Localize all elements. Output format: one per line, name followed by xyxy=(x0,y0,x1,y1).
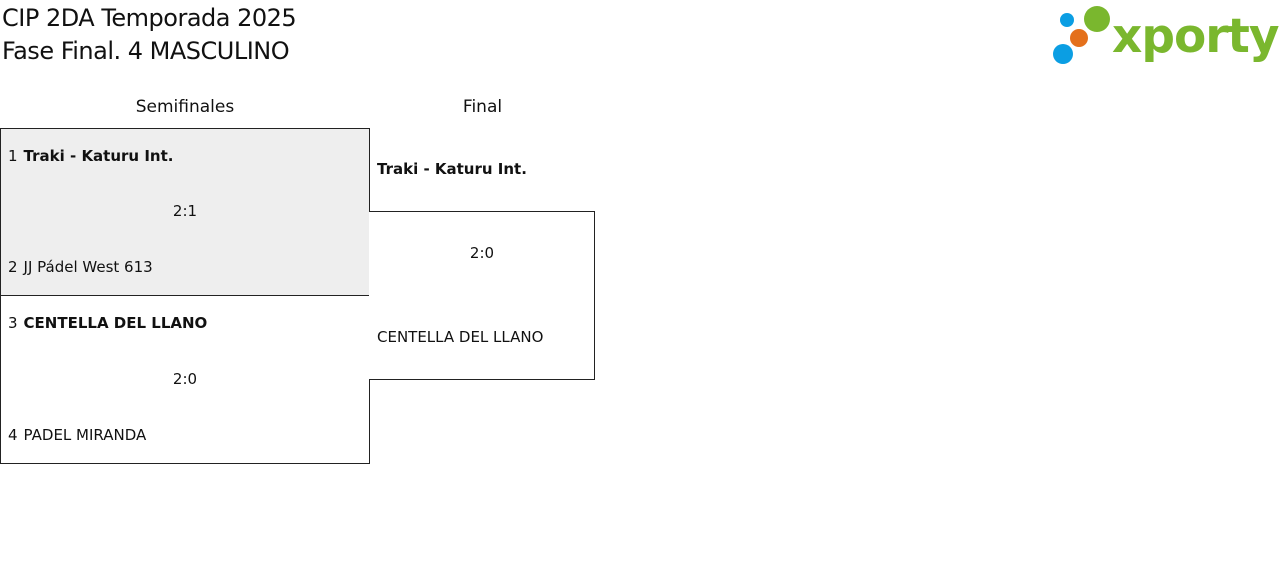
tournament-title: CIP 2DA Temporada 2025 xyxy=(2,4,297,32)
final-score: 2:0 xyxy=(469,244,495,262)
team-seed: 4 xyxy=(8,426,18,444)
xporty-wordmark: xporty xyxy=(1112,9,1280,64)
team-name: JJ Pádel West 613 xyxy=(23,258,153,276)
team-seed: 3 xyxy=(8,314,18,332)
team-seed: 1 xyxy=(8,147,18,165)
semifinal-match-1[interactable] xyxy=(0,128,370,296)
final-match[interactable] xyxy=(369,211,595,380)
team-name: PADEL MIRANDA xyxy=(23,426,147,444)
semifinal-match-2[interactable] xyxy=(0,295,370,464)
final-team-2: CENTELLA DEL LLANO xyxy=(377,328,543,346)
team-name: CENTELLA DEL LLANO xyxy=(23,314,208,332)
team-name: Traki - Katuru Int. xyxy=(377,160,527,178)
phase-title: Fase Final. 4 MASCULINO xyxy=(2,37,290,65)
semifinal-1-score: 2:1 xyxy=(172,202,198,220)
team-name: CENTELLA DEL LLANO xyxy=(377,328,544,346)
final-team-1: Traki - Katuru Int. xyxy=(377,160,527,178)
semifinal-2-score: 2:0 xyxy=(172,370,198,388)
semifinal-1-team-2: 2 JJ Pádel West 613 xyxy=(8,258,153,276)
team-name: Traki - Katuru Int. xyxy=(23,147,174,165)
semifinal-2-team-1: 3 CENTELLA DEL LLANO xyxy=(8,314,207,332)
semifinal-1-team-1: 1 Traki - Katuru Int. xyxy=(8,147,173,165)
xporty-logo[interactable]: xporty xyxy=(1050,4,1280,68)
team-seed: 2 xyxy=(8,258,18,276)
xporty-dots-icon xyxy=(1053,6,1110,64)
semifinal-2-team-2: 4 PADEL MIRANDA xyxy=(8,426,146,444)
round-label-semifinales: Semifinales xyxy=(135,97,235,117)
round-label-final: Final xyxy=(462,97,503,117)
